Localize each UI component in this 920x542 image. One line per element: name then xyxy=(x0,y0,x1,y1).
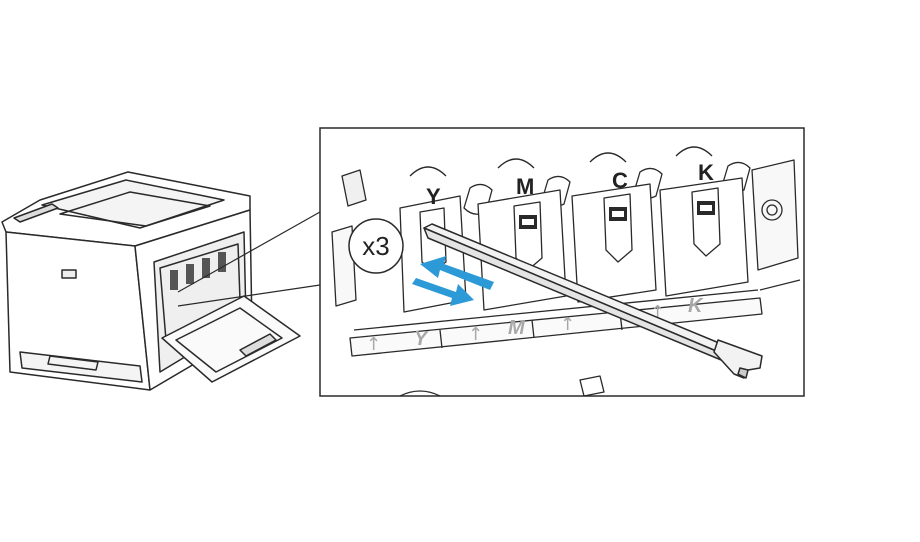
slot-label-y: Y xyxy=(414,328,429,350)
slot-label-m: M xyxy=(508,317,526,339)
detail-inset: Y M C K ↑ Y ↑ M ↑ ↑ K xyxy=(319,127,805,397)
cartridge-label-c: C xyxy=(612,168,628,193)
slot-markings: ↑ Y ↑ M ↑ ↑ K xyxy=(366,295,704,355)
cleaning-rod-tool xyxy=(423,223,763,379)
slot-arrow-2: ↑ xyxy=(468,324,483,345)
callout-lines xyxy=(177,211,321,307)
pull-arrow-icon xyxy=(412,278,474,306)
slot-arrow-3: ↑ xyxy=(560,314,575,335)
push-arrow-icon xyxy=(420,256,494,290)
cartridge-labels: Y M C K xyxy=(426,160,714,209)
cartridge-label-k: K xyxy=(698,160,714,185)
printer-illustration xyxy=(1,171,301,391)
repeat-badge: x3 xyxy=(348,218,404,274)
print-engine-detail xyxy=(331,146,801,397)
repeat-count: x3 xyxy=(362,231,389,261)
slot-label-k: K xyxy=(688,295,704,317)
slot-arrow-1: ↑ xyxy=(366,334,381,355)
cartridge-label-y: Y xyxy=(426,184,441,209)
cartridge-label-m: M xyxy=(516,174,534,199)
motion-arrows xyxy=(412,256,494,306)
